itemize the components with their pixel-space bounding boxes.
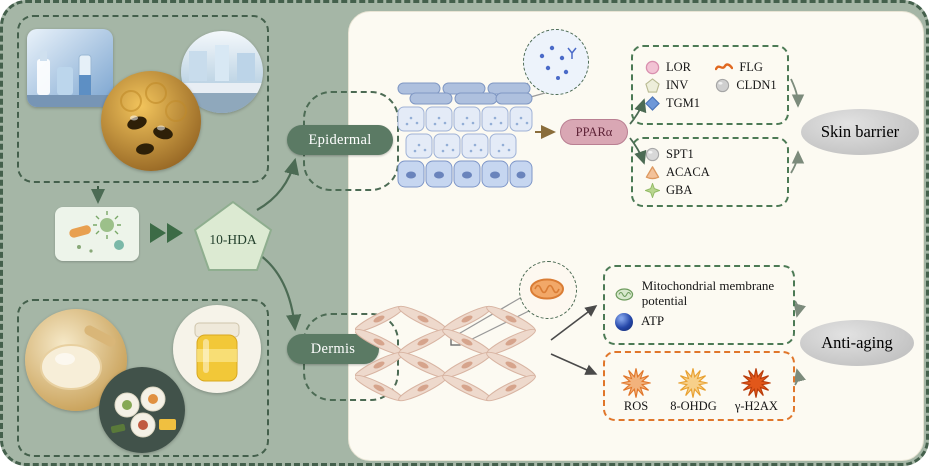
- mito-item-label: Mitochondrial membrane potential: [641, 278, 775, 308]
- stress-marker: 8-OHDG: [670, 367, 717, 414]
- gene-item: LOR: [645, 60, 715, 75]
- oxidative-stress-box: ROS 8-OHDG γ-H2AX: [603, 351, 795, 421]
- orange-starburst-icon: [621, 368, 651, 398]
- sushi-photo: [99, 367, 185, 453]
- stress-marker-label: γ-H2AX: [734, 399, 778, 413]
- gene-item: FLG: [715, 60, 779, 75]
- blue-diamond-icon: [645, 95, 660, 111]
- lab-glassware-photo: [27, 29, 113, 107]
- anti-aging-outcome: Anti-aging: [800, 320, 914, 366]
- sources-bottom-box: [17, 299, 269, 457]
- gene-item: INV: [645, 78, 715, 93]
- chevron-icon: [167, 223, 183, 243]
- gene-label: SPT1: [666, 146, 694, 161]
- gene-item: SPT1: [645, 147, 775, 162]
- green-star-icon: [645, 182, 660, 198]
- pink-circle-icon: [645, 60, 660, 74]
- mitochondria-box: Mitochondrial membrane potential ATP: [603, 265, 795, 345]
- gene-label: CLDN1: [736, 77, 777, 92]
- gene-label: TGM1: [666, 95, 701, 110]
- ppar-alpha-pill: PPARα: [560, 119, 628, 145]
- fibroblast-illustration: [352, 302, 545, 410]
- gene-label: ACACA: [666, 164, 710, 179]
- chevron-icon: [150, 223, 166, 243]
- lipid-genes-box: SPT1 ACACA GBA: [631, 137, 789, 207]
- gene-item: ACACA: [645, 165, 775, 180]
- bees-photo: [101, 71, 201, 171]
- gene-item: GBA: [645, 182, 775, 198]
- gray-sphere-icon: [645, 147, 660, 161]
- mito-item: ATP: [615, 312, 783, 331]
- compound-pentagon: 10-HDA: [191, 199, 275, 273]
- orange-triangle-icon: [645, 165, 660, 179]
- laboratory-photo: [181, 31, 263, 113]
- gene-item: TGM1: [645, 96, 715, 111]
- stress-marker-label: ROS: [623, 399, 649, 413]
- microorganism-illustration: [55, 207, 139, 261]
- orange-squiggle-icon: [715, 62, 734, 70]
- gene-label: INV: [666, 77, 689, 92]
- skin-layers-illustration: [396, 81, 534, 189]
- epidermal-magnifier-circle: [523, 29, 589, 95]
- epidermal-pill: Epidermal: [287, 125, 393, 155]
- dark-orange-starburst-icon: [741, 368, 772, 398]
- stress-marker: ROS: [620, 367, 652, 414]
- mito-item-label: ATP: [641, 313, 665, 329]
- blue-sphere-icon: [615, 312, 633, 331]
- skin-barrier-outcome: Skin barrier: [801, 109, 919, 155]
- light-orange-starburst-icon: [678, 368, 709, 398]
- dermis-pill: Dermis: [287, 334, 379, 364]
- stress-marker-label: 8-OHDG: [670, 399, 717, 413]
- stress-marker: γ-H2AX: [735, 367, 778, 414]
- gray-sphere-icon: [716, 78, 730, 92]
- gene-label: LOR: [666, 59, 691, 74]
- dermis-magnifier-circle: [519, 261, 577, 319]
- mito-item: Mitochondrial membrane potential: [615, 279, 783, 308]
- gene-label: GBA: [666, 182, 693, 197]
- compound-label: 10-HDA: [209, 232, 257, 247]
- gene-label: FLG: [739, 59, 763, 74]
- sources-top-box: [17, 15, 269, 183]
- pale-pentagon-icon: [645, 77, 660, 93]
- barrier-genes-box: LOR FLG INV CLDN1 TGM1: [631, 45, 789, 125]
- green-mitochondrion-icon: [615, 287, 634, 301]
- honey-jar-photo: [173, 305, 261, 393]
- gene-item: CLDN1: [715, 78, 779, 93]
